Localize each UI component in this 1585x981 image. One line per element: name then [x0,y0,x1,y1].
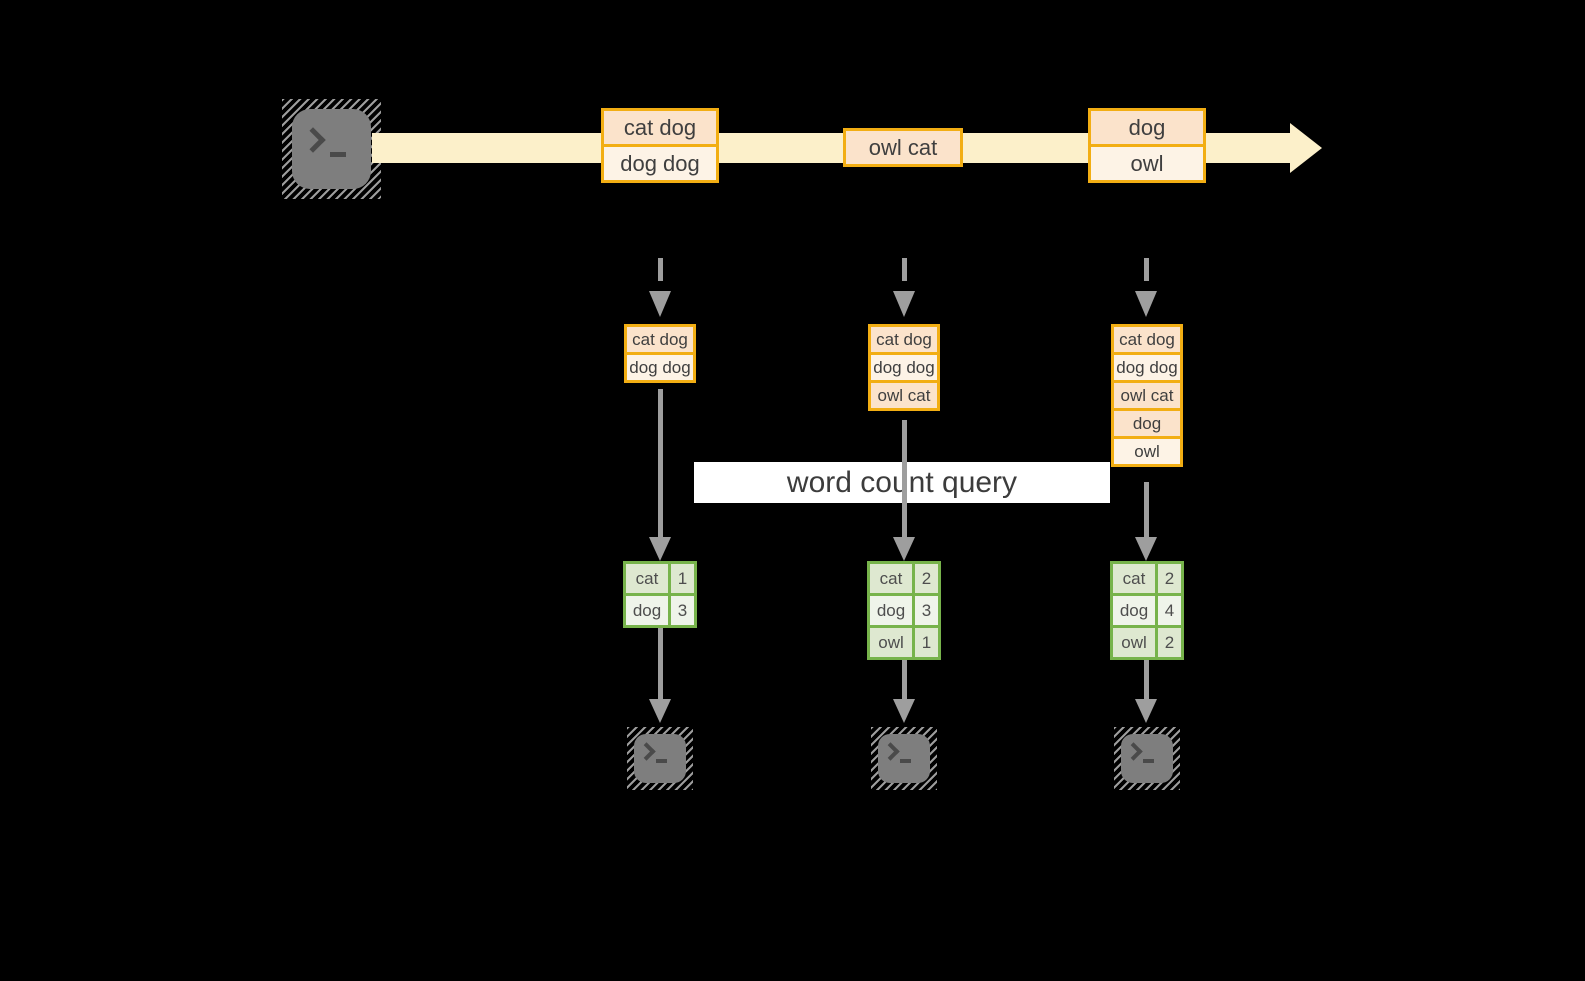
table-word-cell: dog [870,596,912,625]
table-count-cell: 2 [915,564,938,593]
flow-arrowhead-icon [893,699,915,723]
flow-arrowhead-icon [649,537,671,561]
stack-record-cell: cat dog [1111,324,1183,355]
consumer-terminal-icon [1114,727,1180,790]
terminal-body [634,734,686,783]
producer-terminal-icon [282,99,381,199]
flow-arrow [1144,482,1149,537]
stack-record-cell: dog dog [868,352,940,383]
table-count-cell: 2 [1158,564,1181,593]
stack-record-cell: owl cat [868,380,940,411]
stream-record-group: owl cat [843,128,963,167]
flow-arrowhead-icon [649,699,671,723]
table-count-cell: 2 [1158,628,1181,657]
stream-record-cell: dog dog [601,144,719,183]
table-word-cell: cat [626,564,668,593]
stream-arrowhead-icon [1290,123,1322,173]
stack-record-cell: dog [1111,408,1183,439]
flow-arrow [658,628,663,699]
table-word-cell: owl [870,628,912,657]
stack-record-cell: cat dog [624,324,696,355]
terminal-body [878,734,930,783]
dashed-arrowhead-icon [893,291,915,317]
stream-record-cell: owl [1088,144,1206,183]
dashed-arrow [1144,258,1149,281]
dashed-arrowhead-icon [1135,291,1157,317]
dashed-arrow [902,258,907,281]
table-count-cell: 1 [671,564,694,593]
consumer-terminal-icon [627,727,693,790]
stack-record-cell: owl [1111,436,1183,467]
terminal-prompt-cursor-icon [1143,759,1154,763]
table-word-cell: cat [870,564,912,593]
stack-record-cell: dog dog [1111,352,1183,383]
stream-record-cell: dog [1088,108,1206,147]
stack-record-cell: dog dog [624,352,696,383]
terminal-body [1121,734,1173,783]
dashed-arrow [658,258,663,281]
table-count-cell: 3 [671,596,694,625]
table-word-cell: dog [626,596,668,625]
flow-arrowhead-icon [1135,537,1157,561]
stream-record-cell: owl cat [843,128,963,167]
table-word-cell: owl [1113,628,1155,657]
table-count-cell: 4 [1158,596,1181,625]
flow-arrow [902,660,907,699]
table-count-cell: 3 [915,596,938,625]
stack-record-cell: owl cat [1111,380,1183,411]
terminal-prompt-cursor-icon [656,759,667,763]
flow-arrow [902,420,907,537]
table-word-cell: cat [1113,564,1155,593]
flow-arrowhead-icon [893,537,915,561]
terminal-prompt-cursor-icon [330,152,346,157]
flow-arrow [658,389,663,537]
consumer-terminal-icon [871,727,937,790]
table-count-cell: 1 [915,628,938,657]
flow-arrowhead-icon [1135,699,1157,723]
stack-record-cell: cat dog [868,324,940,355]
terminal-prompt-cursor-icon [900,759,911,763]
terminal-body [292,109,371,189]
dashed-arrowhead-icon [649,291,671,317]
flow-arrow [1144,660,1149,699]
stream-record-cell: cat dog [601,108,719,147]
table-word-cell: dog [1113,596,1155,625]
